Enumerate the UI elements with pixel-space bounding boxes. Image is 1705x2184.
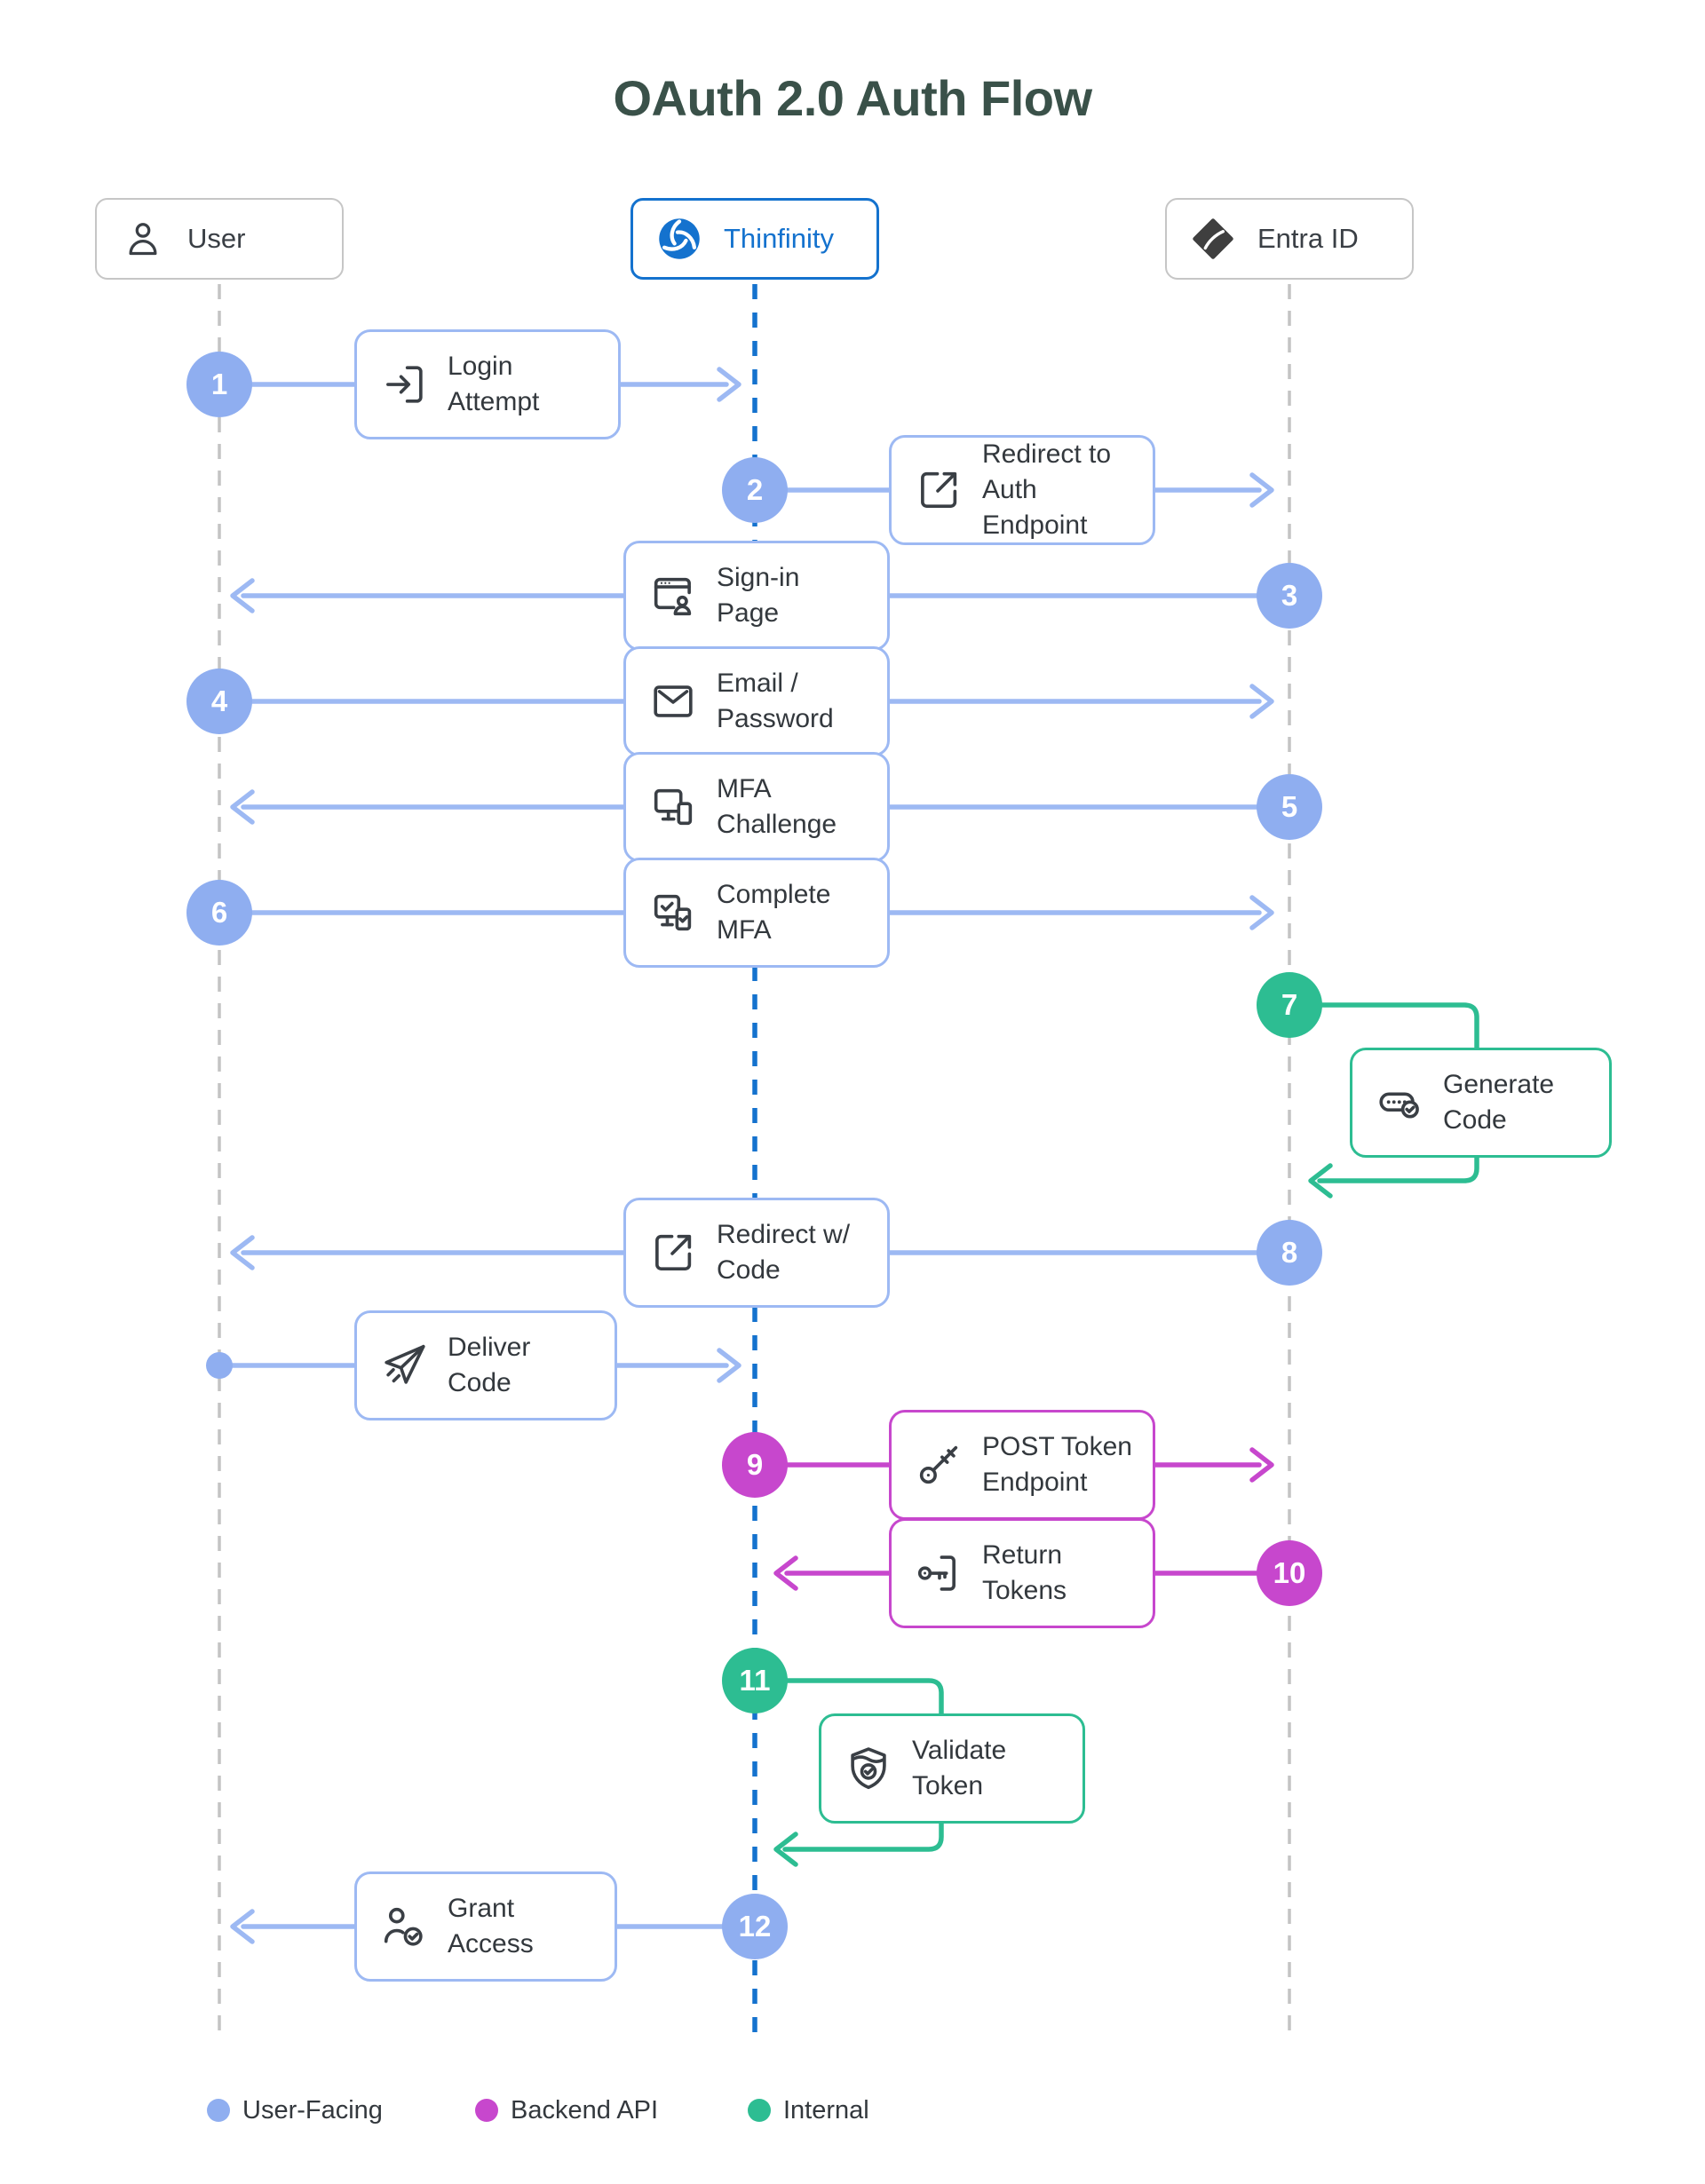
step-marker-11: 11 (722, 1648, 788, 1713)
step-box-validate-token: Validate Token (819, 1713, 1085, 1824)
step-label: Deliver Code (448, 1333, 531, 1397)
step-box-deliver-code: Deliver Code (354, 1310, 617, 1420)
external-link-icon (913, 464, 964, 516)
user-check-icon (378, 1901, 430, 1952)
user-icon (120, 216, 166, 262)
step-label: MFA Challenge (717, 774, 837, 839)
step-label: Login Attempt (448, 352, 540, 416)
step-label: Redirect to Auth Endpoint (982, 439, 1112, 540)
step-marker-7: 7 (1257, 972, 1322, 1038)
legend-dot-backend-api (475, 2099, 498, 2122)
step-marker-8: 8 (1257, 1220, 1322, 1286)
legend-label: Internal (783, 2095, 869, 2125)
key-return-icon (913, 1547, 964, 1599)
step-marker-9: 9 (722, 1432, 788, 1498)
step-box-sign-in-page: Sign-in Page (623, 541, 890, 651)
step-marker-12: 12 (722, 1894, 788, 1959)
step-marker-3: 3 (1257, 563, 1322, 629)
actor-user: User (95, 198, 344, 280)
step-box-email-password: Email / Password (623, 646, 890, 756)
step-label: Complete MFA (717, 880, 831, 945)
step-label: Email / Password (717, 669, 834, 733)
step-box-login-attempt: Login Attempt (354, 329, 621, 439)
actor-user-label: User (187, 223, 246, 254)
step-marker-2: 2 (722, 457, 788, 523)
step-label: Redirect w/ Code (717, 1220, 851, 1285)
step-label: POST Token Endpoint (982, 1432, 1132, 1497)
step-box-grant-access: Grant Access (354, 1871, 617, 1982)
login-icon (378, 359, 430, 410)
legend-dot-user-facing (207, 2099, 230, 2122)
actor-thinfinity-label: Thinfinity (724, 223, 835, 254)
deliver-code-dot (206, 1352, 233, 1379)
step-box-redirect-with-code: Redirect w/ Code (623, 1198, 890, 1308)
legend-label: User-Facing (242, 2095, 383, 2125)
external-link-icon (647, 1227, 699, 1278)
entra-logo (1190, 216, 1236, 262)
legend-label: Backend API (511, 2095, 659, 2125)
actor-thinfinity: Thinfinity (630, 198, 879, 280)
actor-entra: Entra ID (1165, 198, 1414, 280)
actor-entra-label: Entra ID (1257, 223, 1359, 254)
legend-item-user-facing: User-Facing (207, 2092, 383, 2129)
device-check-icon (647, 887, 699, 938)
shield-check-icon (843, 1743, 894, 1794)
step-marker-4: 4 (186, 669, 252, 734)
step-label: Return Tokens (982, 1540, 1067, 1605)
browser-user-icon (647, 570, 699, 621)
step-label: Grant Access (448, 1894, 534, 1958)
step-box-complete-mfa: Complete MFA (623, 858, 890, 968)
step-box-generate-code: Generate Code (1350, 1048, 1612, 1158)
step-marker-1: 1 (186, 352, 252, 417)
step-box-mfa-challenge: MFA Challenge (623, 752, 890, 862)
step-marker-6: 6 (186, 880, 252, 946)
step-label: Sign-in Page (717, 563, 800, 628)
thinfinity-logo (656, 216, 702, 262)
step-label: Generate Code (1443, 1070, 1555, 1135)
legend-item-internal: Internal (748, 2092, 869, 2129)
send-icon (378, 1340, 430, 1391)
step-box-redirect-auth-endpoint: Redirect to Auth Endpoint (889, 435, 1155, 545)
page-title: OAuth 2.0 Auth Flow (613, 70, 1092, 126)
legend-item-backend-api: Backend API (475, 2092, 658, 2129)
step-box-post-token-endpoint: POST Token Endpoint (889, 1410, 1155, 1520)
step-box-return-tokens: Return Tokens (889, 1518, 1155, 1628)
mail-icon (647, 676, 699, 727)
key-icon (913, 1439, 964, 1491)
legend-dot-internal (748, 2099, 771, 2122)
devices-icon (647, 781, 699, 833)
passcode-icon (1374, 1077, 1425, 1128)
step-label: Validate Token (912, 1736, 1007, 1800)
step-marker-5: 5 (1257, 774, 1322, 840)
step-marker-10: 10 (1257, 1540, 1322, 1606)
